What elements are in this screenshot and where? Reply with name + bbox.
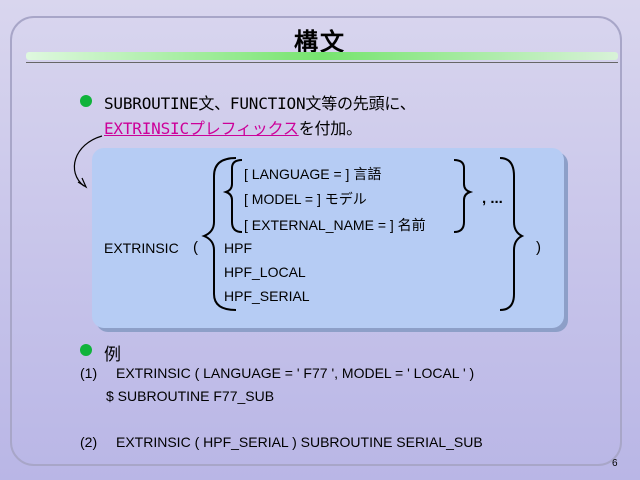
extrinsic-prefix-link[interactable]: EXTRINSICプレフィックス <box>104 119 299 138</box>
example-number: (2) <box>80 434 98 450</box>
syntax-separator: , ... <box>482 190 503 207</box>
bullet2-label: 例 <box>104 345 121 365</box>
syntax-alt-hpf-serial: HPF_SERIAL <box>224 288 310 304</box>
example-code: EXTRINSIC ( LANGUAGE = ' F77 ', MODEL = … <box>116 365 475 381</box>
slide-title: 構文 <box>294 28 346 56</box>
title-underline-rule <box>26 62 618 63</box>
bullet1-line1: SUBROUTINE文、FUNCTION文等の先頭に、 <box>104 94 416 113</box>
bullet-dot <box>80 344 92 356</box>
title-underline-bar <box>26 52 618 60</box>
example-code: $ SUBROUTINE F77_SUB <box>106 388 275 404</box>
bullet1-line2-suffix: を付加。 <box>298 119 362 138</box>
example-code: EXTRINSIC ( HPF_SERIAL ) SUBROUTINE SERI… <box>116 434 483 450</box>
syntax-keyword: EXTRINSIC <box>104 240 179 256</box>
syntax-alt-hpf-local: HPF_LOCAL <box>224 264 306 280</box>
syntax-close-paren: ) <box>536 239 541 256</box>
bullet-dot <box>80 95 92 107</box>
syntax-open-paren: ( <box>193 239 198 256</box>
syntax-box <box>92 148 564 328</box>
syntax-option-external-name: [ EXTERNAL_NAME = ] 名前 <box>244 217 426 233</box>
syntax-option-language: [ LANGUAGE = ] 言語 <box>244 166 382 182</box>
example-number: (1) <box>80 365 98 381</box>
slide-frame <box>10 16 622 466</box>
bullet1-line2: EXTRINSICプレフィックスを付加。 <box>104 115 362 139</box>
page-number: 6 <box>612 458 618 469</box>
syntax-alt-hpf: HPF <box>224 240 252 256</box>
syntax-option-model: [ MODEL = ] モデル <box>244 191 367 207</box>
